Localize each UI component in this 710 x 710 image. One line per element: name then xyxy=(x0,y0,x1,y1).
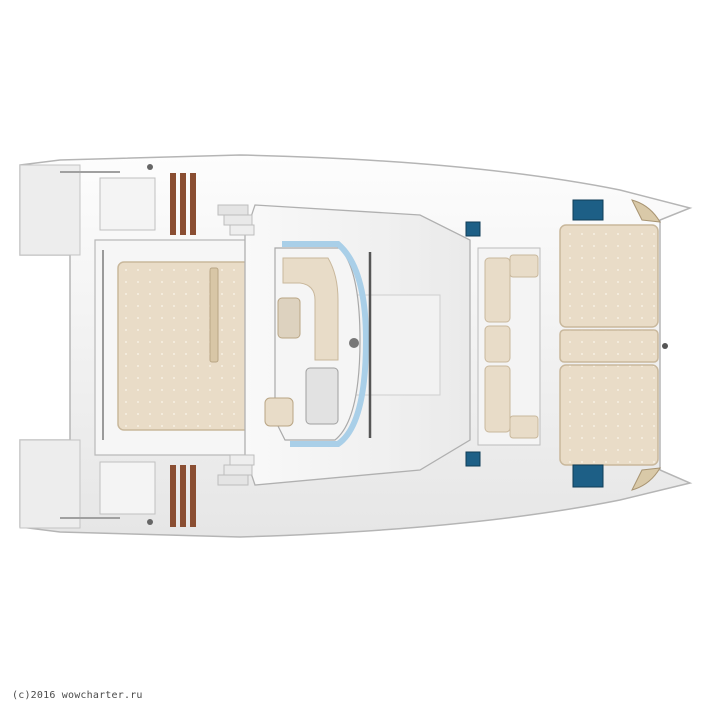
aft-step-starboard xyxy=(19,439,81,529)
steering-wheel-icon xyxy=(349,338,359,348)
foredeck-sunpad-center xyxy=(559,329,659,363)
hatch-port-mid xyxy=(465,221,481,237)
hatch-port-forward xyxy=(572,199,604,221)
aft-sunbed-cushion xyxy=(117,261,251,431)
teak-steps-port xyxy=(170,173,196,235)
foredeck-sunpad-port xyxy=(559,224,659,328)
foredeck-sunpad-starboard xyxy=(559,364,659,466)
steps-port xyxy=(217,204,255,236)
bow-cleat-starboard xyxy=(631,467,661,491)
teak-steps-starboard xyxy=(170,465,196,527)
helm-seat xyxy=(277,297,301,339)
hatch-starboard-mid xyxy=(465,451,481,467)
aft-step-port xyxy=(19,164,81,256)
helm-console xyxy=(305,367,339,425)
locker-port xyxy=(99,177,156,231)
locker-starboard xyxy=(99,461,156,515)
helm-bench-cushion xyxy=(282,257,339,361)
bow-cleat-port xyxy=(631,199,661,223)
hatch-starboard-forward xyxy=(572,464,604,488)
helm-chair xyxy=(264,397,294,427)
forward-lounge-cushions xyxy=(484,254,539,439)
helm-windscreen xyxy=(282,241,370,447)
copyright-text: (c)2016 wowcharter.ru xyxy=(12,690,143,701)
steps-starboard xyxy=(217,454,255,486)
